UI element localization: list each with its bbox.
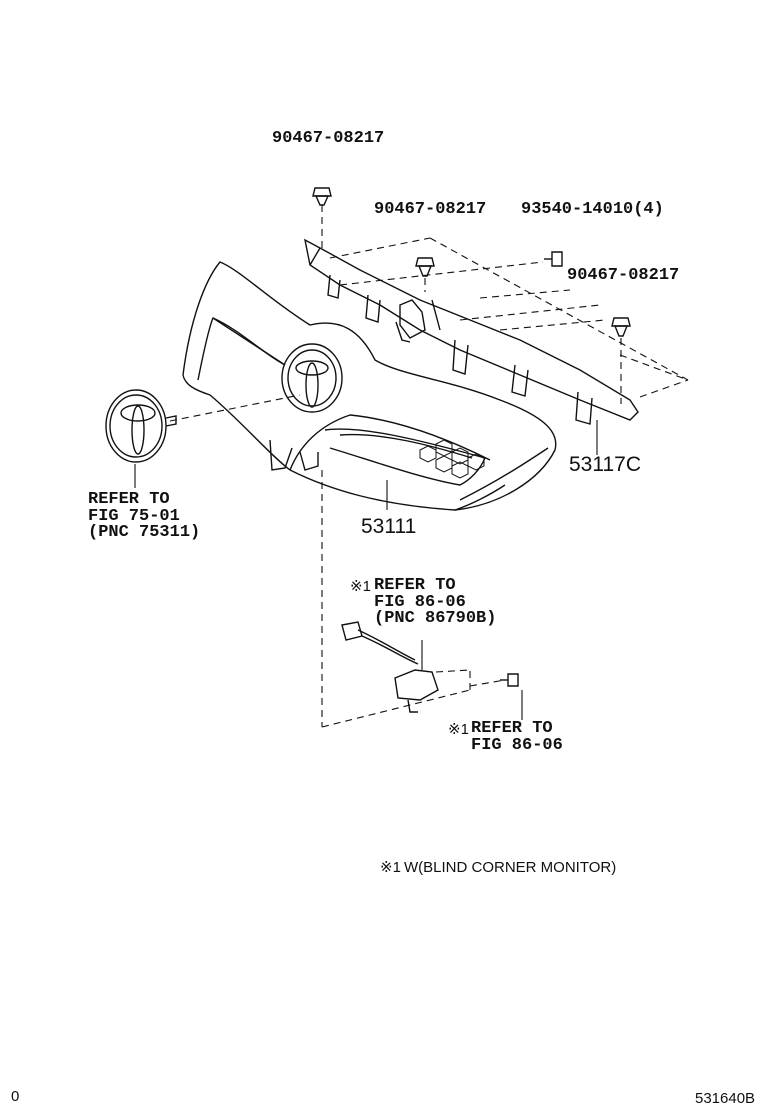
camera-ref-line3[interactable]: (PNC 86790B)	[374, 609, 497, 628]
emblem-ref-line3[interactable]: (PNC 75311)	[88, 523, 201, 542]
part-number-grille[interactable]: 53111	[361, 515, 417, 538]
dashed-leader-lines	[170, 205, 688, 727]
footnote-text: W(BLIND CORNER MONITOR)	[404, 859, 617, 876]
corner-right-label: 531640B	[695, 1090, 756, 1107]
blind-corner-camera	[342, 622, 438, 712]
bracket-ref-line2[interactable]: FIG 86-06	[471, 736, 563, 755]
part-number-clip-mid[interactable]: 90467-08217	[374, 200, 487, 219]
honeycomb-insert	[420, 440, 484, 478]
clip-mid-icon	[416, 258, 434, 276]
camera-ref-line2[interactable]: FIG 86-06	[374, 593, 466, 612]
corner-left-label: 0	[11, 1088, 20, 1105]
camera-ref-line1: REFER TO	[374, 576, 456, 595]
emblem-ref-line1: REFER TO	[88, 490, 170, 509]
clip-right-icon	[612, 318, 630, 336]
bracket-ref-line1: REFER TO	[471, 719, 553, 738]
screw-icon	[544, 252, 562, 266]
camera-screw-icon	[500, 674, 518, 686]
grille-support-53117c	[305, 240, 638, 424]
part-number-screw[interactable]: 93540-14010(4)	[521, 200, 664, 219]
part-number-support[interactable]: 53117C	[569, 453, 642, 476]
part-number-clip-right[interactable]: 90467-08217	[567, 266, 680, 285]
camera-ref-mark: ※1	[350, 578, 371, 595]
front-emblem	[106, 390, 176, 462]
footnote-mark: ※1	[380, 859, 401, 876]
emblem-ref-line2[interactable]: FIG 75-01	[88, 507, 180, 526]
label-leader-lines	[135, 420, 597, 720]
bracket-ref-mark: ※1	[448, 721, 469, 738]
radiator-grille-53111	[183, 262, 556, 510]
grille-emblem	[282, 344, 342, 412]
clip-top-icon	[313, 188, 331, 205]
part-number-clip-top[interactable]: 90467-08217	[272, 129, 385, 148]
